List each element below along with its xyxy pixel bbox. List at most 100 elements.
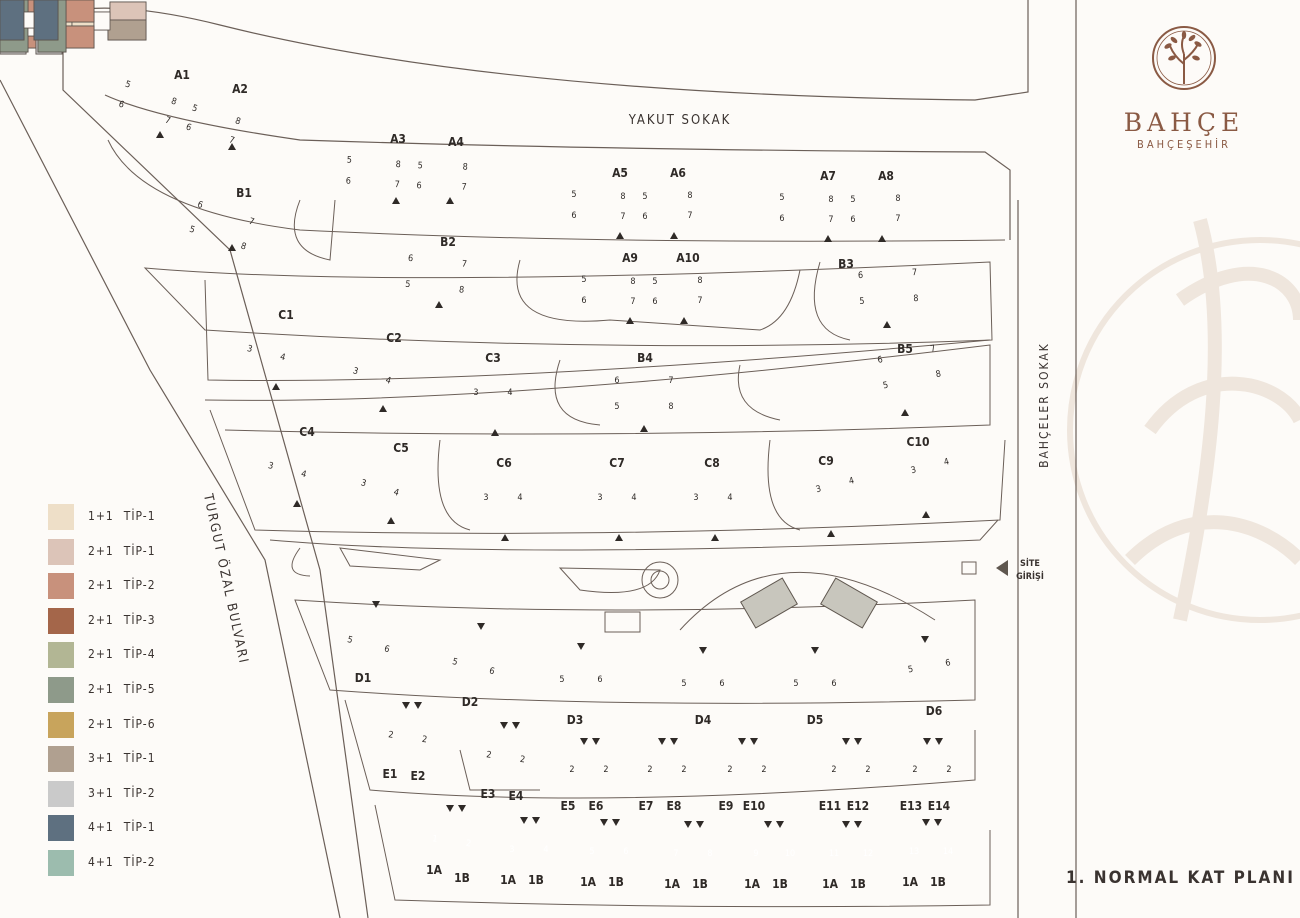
unit-number: 5 xyxy=(191,103,199,114)
unit-number: 5 xyxy=(346,635,353,646)
block-label-e14: E14 xyxy=(928,799,951,813)
entrance-marker-icon xyxy=(379,405,387,412)
block-label-e13: E13 xyxy=(900,799,922,813)
unit-number: 6 xyxy=(877,355,884,366)
block-d-building: 56 xyxy=(907,658,951,675)
entrance-marker-icon xyxy=(458,805,466,812)
unit-number: 8 xyxy=(668,402,673,412)
unit-number: 3 xyxy=(509,845,514,855)
legend-tip: TİP-1 xyxy=(123,509,156,523)
entrance-marker-icon xyxy=(824,235,832,242)
entrance-marker-icon xyxy=(228,244,236,251)
street-label-yakut: YAKUT SOKAK xyxy=(628,113,732,128)
block-label-e1: E1 xyxy=(383,767,398,781)
unit-number: 5 xyxy=(859,297,865,307)
block-label-a1: A1 xyxy=(174,68,190,82)
block-c-building: 34 xyxy=(910,457,950,476)
legend-item: 1+1 TİP-1 xyxy=(48,504,198,530)
legend-swatch xyxy=(48,711,74,738)
entrance-marker-icon xyxy=(934,819,942,826)
unit-number: 5 xyxy=(405,280,411,290)
entrance-marker-icon xyxy=(446,197,454,204)
unit-number: 7 xyxy=(930,344,937,355)
unit-number: 12 xyxy=(863,849,873,859)
unit-number: 5 xyxy=(559,675,564,685)
block-label-d1: D1 xyxy=(355,671,371,685)
unit-number: 5 xyxy=(417,161,423,171)
legend-swatch xyxy=(48,780,74,807)
legend-swatch xyxy=(48,504,74,530)
unit-number: 2 xyxy=(727,765,732,775)
entrance-marker-icon xyxy=(738,738,746,745)
legend-type: 4+1 xyxy=(88,855,114,869)
block-label-e9: E9 xyxy=(719,799,734,813)
entrance-marker-icon xyxy=(600,819,608,826)
unit-number: 8 xyxy=(234,116,242,127)
unit-number: 2 xyxy=(912,765,917,775)
unit-number: 6 xyxy=(345,176,351,186)
unit-number: 10 xyxy=(785,849,795,859)
entrance-marker-icon xyxy=(711,534,719,541)
entrance-marker-icon xyxy=(670,232,678,239)
entrance-marker-icon xyxy=(446,805,454,812)
unit-number: 6 xyxy=(779,214,784,224)
entrance-marker-icon xyxy=(640,425,648,432)
unit-number: 7 xyxy=(620,212,625,222)
unit-number: 5 xyxy=(907,665,914,676)
block-label-e7: E7 xyxy=(639,799,654,813)
unit-number: 5 xyxy=(571,190,576,200)
block-label-e4: E4 xyxy=(509,789,524,803)
unit-number: 8 xyxy=(707,849,712,859)
unit-number: 6 xyxy=(831,679,836,689)
unit-number: 4 xyxy=(727,493,732,503)
unit-number: 8 xyxy=(395,160,401,170)
block-label-c1: C1 xyxy=(278,308,293,322)
unit-number: 4 xyxy=(300,469,307,480)
block-c-building: 34 xyxy=(246,344,286,363)
unit-number: 6 xyxy=(407,254,413,264)
legend-tip: TİP-5 xyxy=(123,682,156,696)
entrance-marker-icon xyxy=(612,819,620,826)
unit-number: 7 xyxy=(687,211,692,221)
entrance-marker-icon xyxy=(922,511,930,518)
unit-number: 3 xyxy=(483,493,488,503)
block-label-a2: A2 xyxy=(232,82,248,96)
site-paths xyxy=(107,139,1006,908)
unit-label-1b: 1B xyxy=(772,877,788,891)
entrance-marker-icon xyxy=(921,636,929,643)
legend-tip: TİP-6 xyxy=(123,716,156,731)
block-label-c8: C8 xyxy=(704,456,719,470)
unit-number: 5 xyxy=(124,80,132,91)
legend-swatch xyxy=(48,573,74,600)
unit-number: 2 xyxy=(831,765,836,775)
entrance-marker-icon xyxy=(626,317,634,324)
unit-number: 5 xyxy=(589,847,594,857)
legend-type: 2+1 xyxy=(88,716,114,731)
block-label-b1: B1 xyxy=(236,186,252,200)
legend-swatch xyxy=(48,538,74,565)
unit-number: 5 xyxy=(652,277,657,287)
legend-type: 1+1 xyxy=(88,509,114,523)
entrance-marker-icon xyxy=(501,534,509,541)
legend-type: 4+1 xyxy=(88,820,114,835)
unit-number: 7 xyxy=(247,217,255,228)
unit-label-1a: 1A xyxy=(500,873,517,887)
unit-number: 7 xyxy=(630,297,635,307)
block-label-c3: C3 xyxy=(485,351,500,365)
unit-number: 6 xyxy=(623,847,628,857)
entrance-marker-icon xyxy=(827,530,835,537)
unit-number: 3 xyxy=(693,493,698,503)
unit-number: 5 xyxy=(347,155,353,165)
